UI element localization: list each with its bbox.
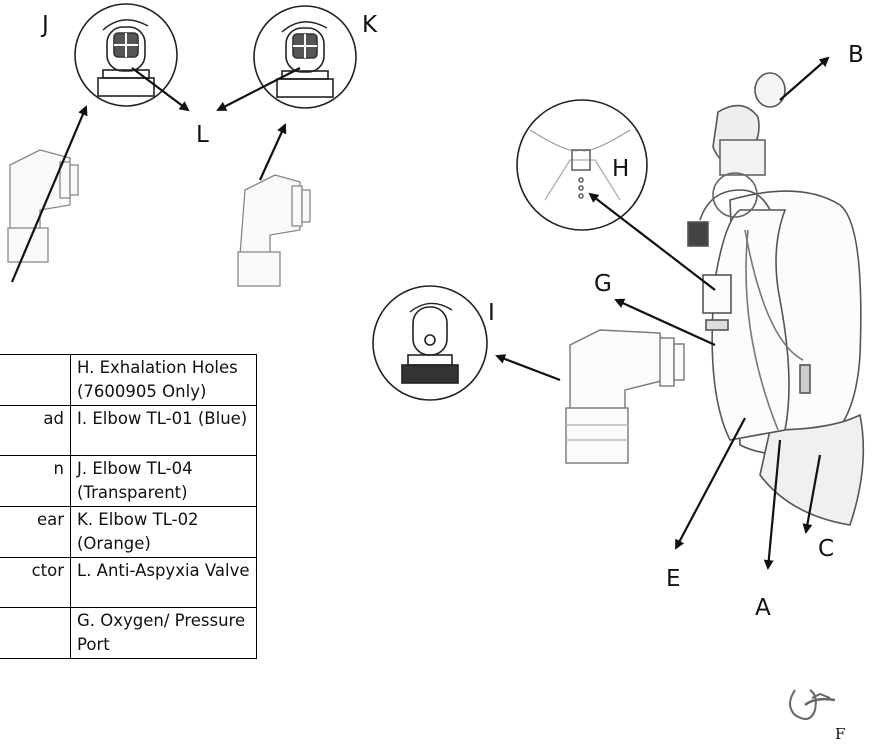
legend-cell-left: ad <box>0 405 71 456</box>
legend-cell-right: L. Anti-Aspyxia Valve <box>70 557 257 608</box>
legend-cell-left <box>0 607 71 659</box>
legend-row: n J. Elbow TL-04 (Transparent) <box>0 455 257 507</box>
legend-cell-left: ear <box>0 506 71 558</box>
arrow-e <box>675 417 746 550</box>
callout-i: I <box>488 300 495 326</box>
legend-line1: K. Elbow TL-02 <box>77 510 199 529</box>
legend-line1: L. Anti-Aspyxia Valve <box>77 561 250 580</box>
arrow-c <box>802 454 822 534</box>
valve-detail-circle-k <box>253 5 357 109</box>
legend-cell-left: n <box>0 455 71 507</box>
callout-e: E <box>666 566 681 592</box>
legend-line2: (Transparent) <box>77 483 188 502</box>
exhalation-detail-circle-h <box>516 99 648 231</box>
legend-cell-right: H. Exhalation Holes (7600905 Only) <box>70 354 257 406</box>
legend-line1: H. Exhalation Holes <box>77 358 238 377</box>
arrow-k-to-l <box>216 67 301 111</box>
callout-g: G <box>594 271 612 297</box>
headgear-clip-icon <box>789 689 836 720</box>
legend-line1: I. Elbow TL-01 (Blue) <box>77 409 248 428</box>
legend-row: H. Exhalation Holes (7600905 Only) <box>0 354 257 406</box>
elbow-tl01-illustration <box>565 329 685 464</box>
legend-cell-right: J. Elbow TL-04 (Transparent) <box>70 455 257 507</box>
callout-a: A <box>755 595 771 621</box>
legend-cell-right: I. Elbow TL-01 (Blue) <box>70 405 257 456</box>
legend-row: ear K. Elbow TL-02 (Orange) <box>0 506 257 558</box>
arrow-b <box>779 56 830 101</box>
legend-line2: Port <box>77 635 110 654</box>
full-face-mask-illustration <box>687 72 865 526</box>
arrow-a <box>763 439 782 570</box>
legend-line2: (Orange) <box>77 534 151 553</box>
arrow-h <box>588 192 716 291</box>
callout-h: H <box>612 156 630 182</box>
callout-c: C <box>818 536 835 562</box>
parts-legend-table: H. Exhalation Holes (7600905 Only) ad I. … <box>0 354 257 659</box>
callout-l: L <box>196 122 209 148</box>
arrow-j-to-l <box>131 67 190 112</box>
elbow-detail-circle-i <box>372 285 488 401</box>
arrow-k <box>258 123 287 181</box>
legend-row: ad I. Elbow TL-01 (Blue) <box>0 405 257 456</box>
elbow-tl02-illustration <box>237 174 311 287</box>
callout-k: K <box>362 12 378 38</box>
callout-f: F <box>835 725 846 743</box>
arrow-g <box>614 298 716 347</box>
legend-cell-right: K. Elbow TL-02 (Orange) <box>70 506 257 558</box>
valve-detail-circle-j <box>74 3 178 107</box>
legend-row: ctor L. Anti-Aspyxia Valve <box>0 557 257 608</box>
elbow-tl04-illustration <box>7 149 79 263</box>
legend-line1: G. Oxygen/ Pressure <box>77 611 246 630</box>
legend-cell-left: ctor <box>0 557 71 608</box>
arrow-j <box>10 105 88 283</box>
legend-line1: J. Elbow TL-04 <box>77 459 193 478</box>
legend-line2: (7600905 Only) <box>77 382 207 401</box>
callout-j: J <box>42 12 49 38</box>
arrow-i <box>495 354 561 382</box>
legend-cell-left <box>0 354 71 406</box>
callout-b: B <box>848 42 864 68</box>
